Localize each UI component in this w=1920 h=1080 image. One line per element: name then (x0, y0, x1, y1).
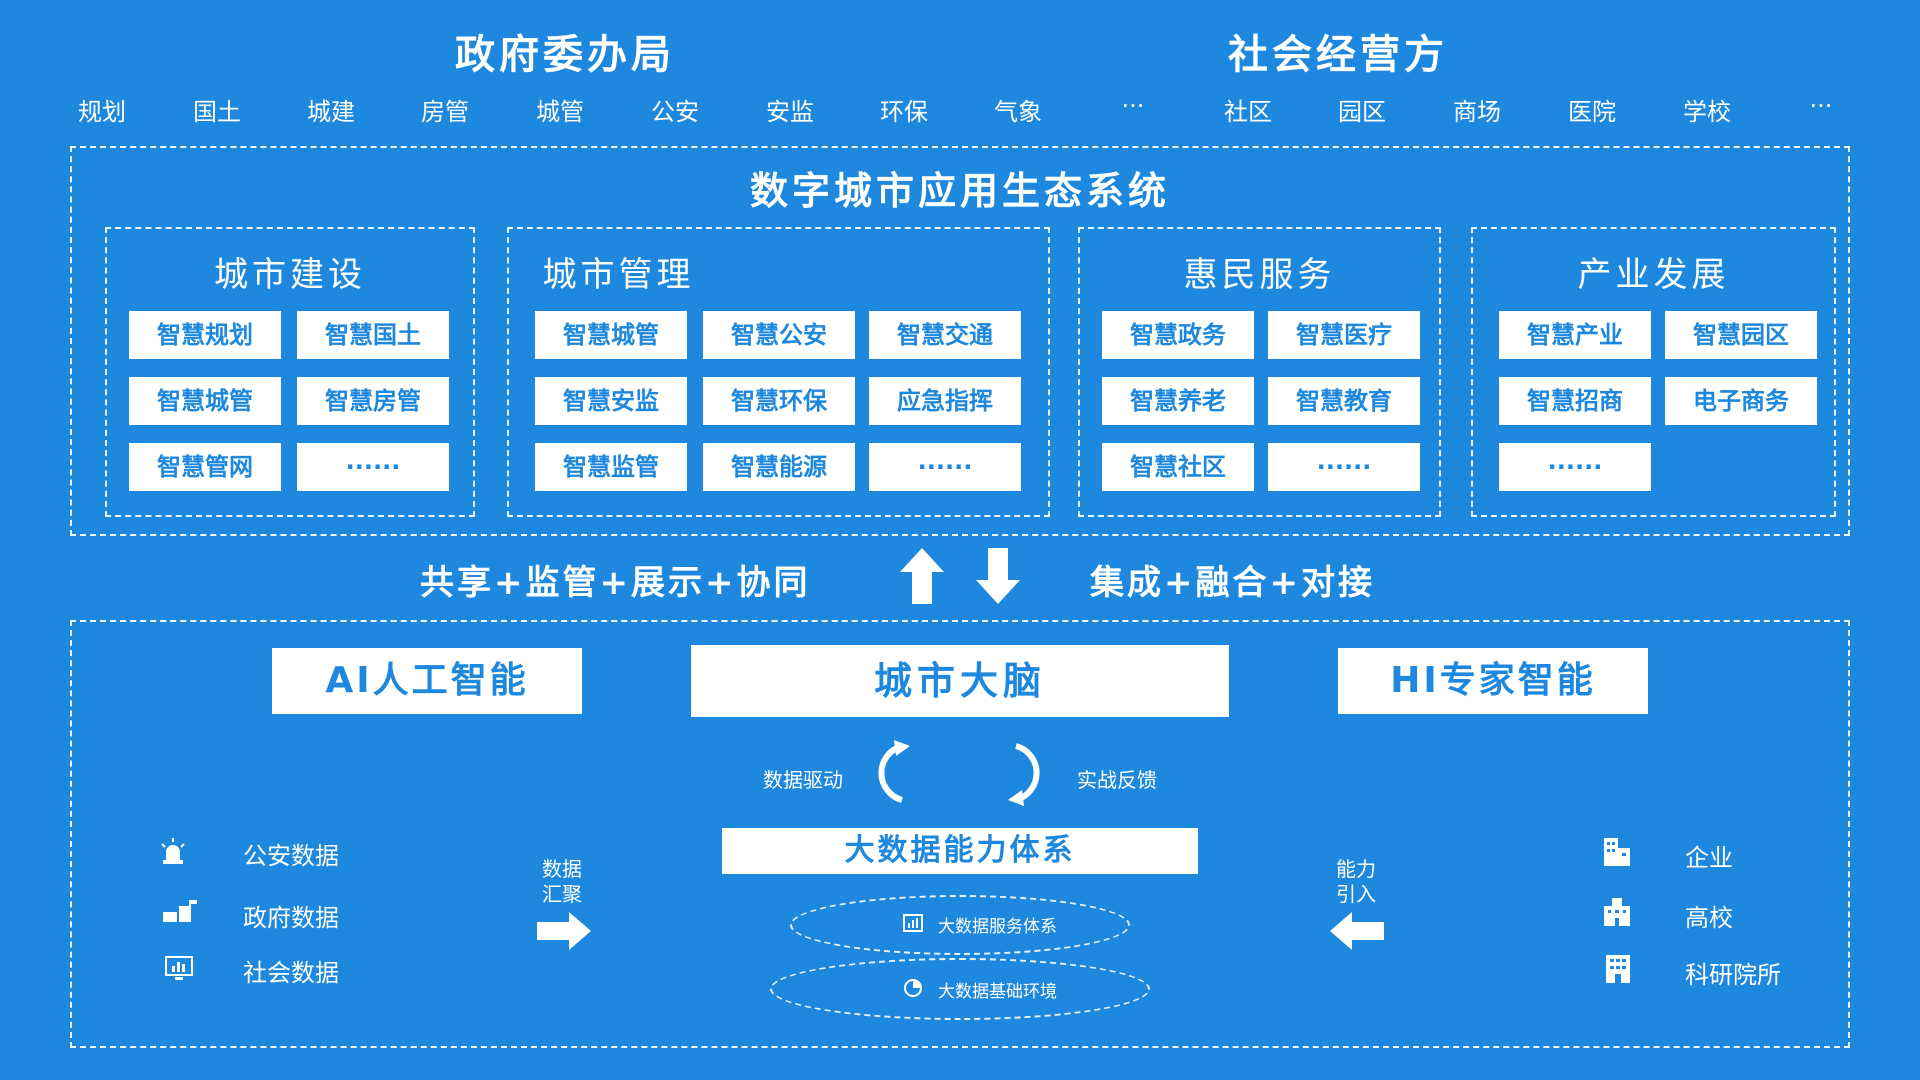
social-item-ellipsis: ··· (1809, 92, 1833, 120)
gov-item: 安监 (766, 98, 814, 126)
gov-item: 气象 (994, 98, 1042, 126)
app-tile[interactable]: 应急指挥 (869, 377, 1021, 425)
group-industry-development: 产业发展 智慧产业 智慧园区 智慧招商 电子商务 ······ (1471, 227, 1836, 517)
cycle-left-arrow-icon (868, 740, 916, 806)
share-supervise-text: 共享+监管+展示+协同 (420, 563, 811, 603)
down-arrow-icon (976, 548, 1020, 604)
pie-chart-icon (903, 978, 923, 998)
cycle-right-arrow-icon (1002, 740, 1050, 806)
university-label: 高校 (1685, 904, 1733, 932)
gov-item: 国土 (193, 98, 241, 126)
gov-item: 城建 (307, 98, 355, 126)
government-data-label: 政府数据 (243, 904, 339, 932)
research-building-icon (1606, 955, 1630, 983)
hi-expert-box: HI专家智能 (1338, 648, 1648, 714)
left-arrow-icon (1330, 912, 1384, 950)
ai-intelligence-box: AI人工智能 (272, 648, 582, 714)
social-item: 园区 (1338, 98, 1386, 126)
social-data-label: 社会数据 (243, 959, 339, 987)
app-tile[interactable]: 智慧城管 (535, 311, 687, 359)
data-drive-label: 数据驱动 (763, 768, 843, 792)
bigdata-service-label: 大数据服务体系 (938, 917, 1057, 937)
social-title: 社会经营方 (1228, 32, 1448, 78)
gov-title: 政府委办局 (455, 32, 675, 78)
app-tile[interactable]: 智慧能源 (703, 443, 855, 491)
group-public-service: 惠民服务 智慧政务 智慧医疗 智慧养老 智慧教育 智慧社区 ······ (1078, 227, 1441, 517)
app-tile[interactable]: 智慧公安 (703, 311, 855, 359)
integrate-connect-text: 集成+融合+对接 (1090, 563, 1375, 603)
group-title: 产业发展 (1577, 255, 1730, 295)
app-tile[interactable]: 智慧社区 (1102, 443, 1254, 491)
social-item: 医院 (1568, 98, 1616, 126)
bigdata-capability-box: 大数据能力体系 (722, 828, 1198, 874)
up-arrow-icon (900, 548, 944, 604)
gov-item: 城管 (536, 98, 584, 126)
app-tile[interactable]: 电子商务 (1665, 377, 1817, 425)
app-tile[interactable]: 智慧监管 (535, 443, 687, 491)
gov-item-ellipsis: ··· (1121, 92, 1145, 120)
app-tile-more[interactable]: ······ (297, 443, 449, 491)
bigdata-service-ellipse (790, 895, 1130, 955)
gov-item: 环保 (880, 98, 928, 126)
app-tile[interactable]: 智慧环保 (703, 377, 855, 425)
gov-item: 房管 (421, 98, 469, 126)
gov-item: 公安 (651, 98, 699, 126)
flow-label-ability: 能力 (1336, 857, 1376, 881)
office-building-icon (1604, 838, 1630, 866)
right-arrow-icon (537, 912, 591, 950)
app-tile[interactable]: 智慧交通 (869, 311, 1021, 359)
city-brain-box: 城市大脑 (691, 645, 1229, 717)
group-city-management: 城市管理 智慧城管 智慧公安 智慧交通 智慧安监 智慧环保 应急指挥 智慧监管 … (507, 227, 1050, 517)
research-institute-label: 科研院所 (1685, 961, 1781, 989)
app-tile-more[interactable]: ······ (869, 443, 1021, 491)
bigdata-base-ellipse (770, 958, 1150, 1020)
group-title: 城市建设 (214, 255, 366, 295)
app-tile[interactable]: 智慧规划 (129, 311, 281, 359)
group-title: 惠民服务 (1183, 255, 1336, 295)
government-building-icon (163, 898, 197, 924)
app-tile[interactable]: 智慧房管 (297, 377, 449, 425)
flow-label-data: 数据 (542, 857, 582, 881)
gov-item: 规划 (78, 98, 126, 126)
school-building-icon (1604, 898, 1630, 926)
app-tile-more[interactable]: ······ (1268, 443, 1420, 491)
feedback-label: 实战反馈 (1077, 768, 1157, 792)
app-tile[interactable]: 智慧园区 (1665, 311, 1817, 359)
bigdata-base-label: 大数据基础环境 (938, 982, 1057, 1002)
flow-label-gather: 汇聚 (542, 882, 582, 906)
brain-frame (70, 620, 1850, 1048)
enterprise-label: 企业 (1685, 844, 1733, 872)
ecosystem-frame (70, 146, 1850, 536)
chart-icon (903, 914, 923, 932)
app-tile[interactable]: 智慧城管 (129, 377, 281, 425)
app-tile[interactable]: 智慧安监 (535, 377, 687, 425)
social-item: 社区 (1224, 98, 1272, 126)
alarm-light-icon (158, 836, 188, 866)
app-tile-more[interactable]: ······ (1499, 443, 1651, 491)
social-item: 学校 (1683, 98, 1731, 126)
group-title: 城市管理 (542, 255, 695, 295)
group-city-construction: 城市建设 智慧规划 智慧国土 智慧城管 智慧房管 智慧管网 ······ (105, 227, 475, 517)
app-tile[interactable]: 智慧产业 (1499, 311, 1651, 359)
app-tile[interactable]: 智慧国土 (297, 311, 449, 359)
app-tile[interactable]: 智慧教育 (1268, 377, 1420, 425)
ecosystem-title: 数字城市应用生态系统 (749, 169, 1170, 213)
app-tile[interactable]: 智慧医疗 (1268, 311, 1420, 359)
app-tile[interactable]: 智慧管网 (129, 443, 281, 491)
app-tile[interactable]: 智慧招商 (1499, 377, 1651, 425)
app-tile[interactable]: 智慧养老 (1102, 377, 1254, 425)
police-data-label: 公安数据 (243, 842, 339, 870)
flow-label-introduce: 引入 (1336, 882, 1376, 906)
social-item: 商场 (1453, 98, 1501, 126)
app-tile[interactable]: 智慧政务 (1102, 311, 1254, 359)
monitor-chart-icon (165, 956, 193, 982)
